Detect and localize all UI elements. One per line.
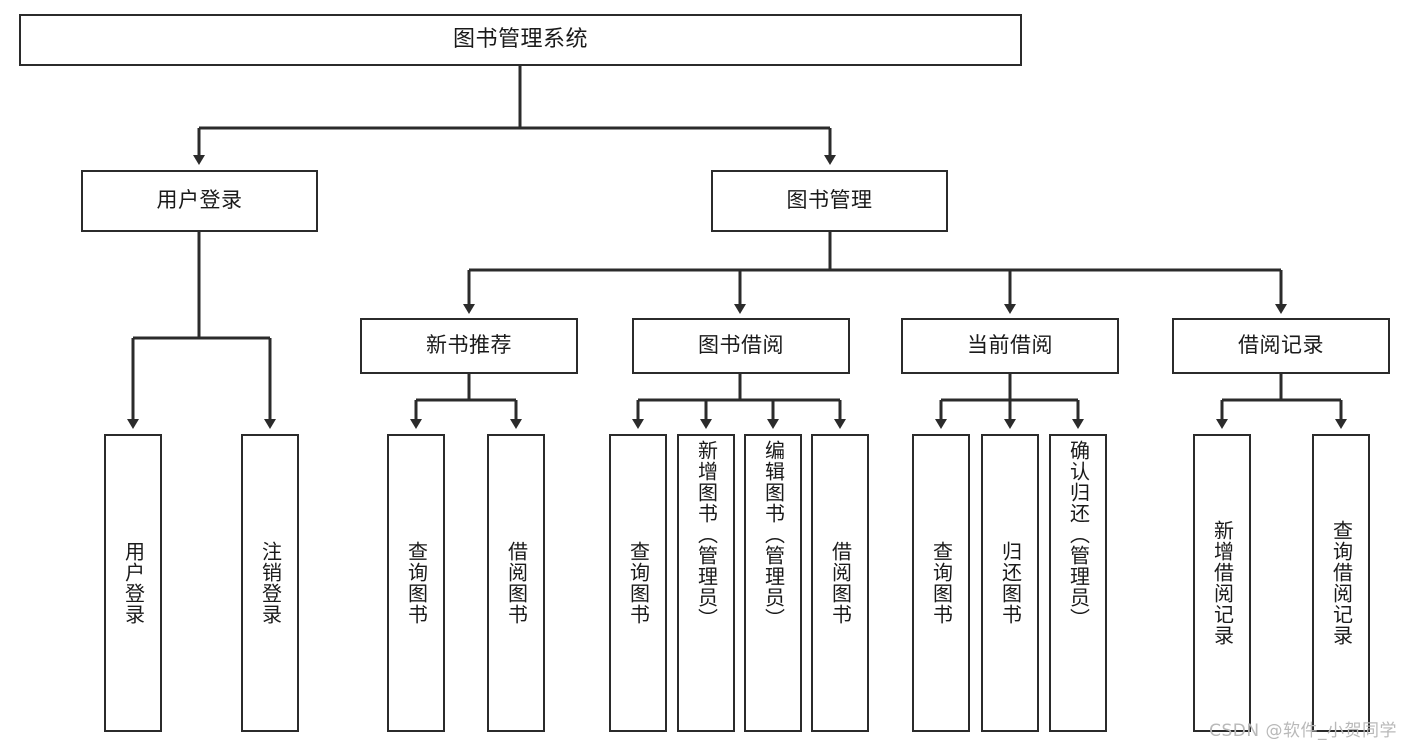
leaf-user-login-logout[interactable]: 注销登录 (241, 434, 299, 732)
watermark-text: CSDN @软件_小贺同学 (1209, 721, 1397, 741)
leaf-new-book-query-book[interactable]: 查询图书 (387, 434, 445, 732)
node-label: 图书管理 (786, 188, 873, 213)
node-label: 图书管理系统 (452, 26, 588, 52)
node-label: 借阅图书 (504, 541, 529, 625)
leaf-borrow-record-add-record[interactable]: 新增借阅记录 (1193, 434, 1251, 732)
node-label: 确认归还（管理员） (1066, 440, 1091, 629)
node-label: 查询图书 (404, 541, 429, 625)
node-label: 查询图书 (929, 541, 954, 625)
leaf-current-borrow-return-book[interactable]: 归还图书 (981, 434, 1039, 732)
node-label: 借阅图书 (828, 541, 853, 625)
leaf-user-login-login[interactable]: 用户登录 (104, 434, 162, 732)
node-label: 新书推荐 (426, 333, 512, 358)
node-label: 查询图书 (626, 541, 651, 625)
node-label: 新增图书（管理员） (694, 440, 719, 629)
leaf-book-borrow-edit-book-admin[interactable]: 编辑图书（管理员） (744, 434, 802, 732)
node-label: 注销登录 (258, 541, 283, 625)
node-label: 借阅记录 (1238, 333, 1324, 358)
node-label: 用户登录 (156, 188, 243, 213)
leaf-book-borrow-borrow-book[interactable]: 借阅图书 (811, 434, 869, 732)
leaf-book-borrow-query-book[interactable]: 查询图书 (609, 434, 667, 732)
leaf-borrow-record-query-record[interactable]: 查询借阅记录 (1312, 434, 1370, 732)
node-current-borrow[interactable]: 当前借阅 (901, 318, 1119, 374)
node-label: 编辑图书（管理员） (761, 440, 786, 629)
node-root-book-management-system[interactable]: 图书管理系统 (19, 14, 1022, 66)
node-label: 查询借阅记录 (1329, 520, 1354, 646)
node-label: 当前借阅 (967, 333, 1053, 358)
node-label: 归还图书 (998, 541, 1023, 625)
leaf-new-book-borrow-book[interactable]: 借阅图书 (487, 434, 545, 732)
node-label: 图书借阅 (698, 333, 784, 358)
node-book-borrow[interactable]: 图书借阅 (632, 318, 850, 374)
node-label: 用户登录 (121, 541, 146, 625)
node-label: 新增借阅记录 (1210, 520, 1235, 646)
node-new-book-recommend[interactable]: 新书推荐 (360, 318, 578, 374)
leaf-current-borrow-confirm-return-admin[interactable]: 确认归还（管理员） (1049, 434, 1107, 732)
node-book-management[interactable]: 图书管理 (711, 170, 948, 232)
leaf-book-borrow-add-book-admin[interactable]: 新增图书（管理员） (677, 434, 735, 732)
node-user-login[interactable]: 用户登录 (81, 170, 318, 232)
leaf-current-borrow-query-book[interactable]: 查询图书 (912, 434, 970, 732)
node-borrow-record[interactable]: 借阅记录 (1172, 318, 1390, 374)
